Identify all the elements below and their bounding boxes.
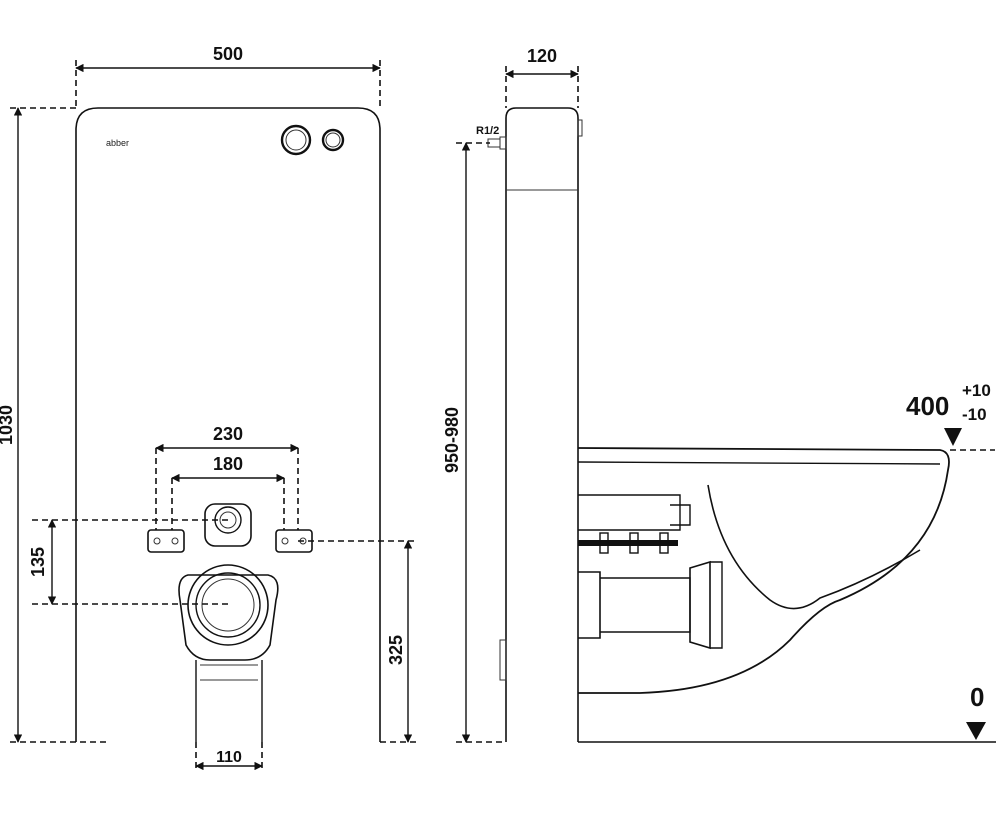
water-connector-icon xyxy=(487,136,507,150)
drain-110-label: 110 xyxy=(216,749,242,766)
depth-label: 120 xyxy=(527,46,557,66)
module-side-outline xyxy=(505,107,579,742)
floor-marker-icon xyxy=(966,722,986,740)
height-label: 1030 xyxy=(0,405,16,445)
panel-outline xyxy=(75,107,381,742)
front-view: abber 500 1030 xyxy=(0,44,416,771)
offset-135-label: 135 xyxy=(28,547,48,577)
water-connection-label: R1/2 xyxy=(476,125,499,137)
height-range-label: 950-980 xyxy=(442,407,462,473)
side-view: 120 R1/2 950-980 xyxy=(442,46,996,743)
brand-logo-text: abber xyxy=(106,138,129,148)
seat-tolerance-plus: +10 xyxy=(962,381,991,400)
right-bracket-icon xyxy=(275,529,313,553)
left-bracket-icon xyxy=(147,529,185,553)
seat-height-marker-icon xyxy=(944,428,962,446)
spacing-230-label: 230 xyxy=(213,424,243,444)
drain-height-325-label: 325 xyxy=(386,635,406,665)
water-inlet-icon xyxy=(204,503,252,547)
spacing-180-label: 180 xyxy=(213,454,243,474)
width-label: 500 xyxy=(213,44,243,64)
seat-height-label: 400 xyxy=(906,391,949,421)
drain-outlet-icon xyxy=(178,564,279,742)
seat-tolerance-minus: -10 xyxy=(962,405,987,424)
wall-hung-toilet-icon xyxy=(577,447,950,694)
floor-level-label: 0 xyxy=(970,682,984,712)
flush-buttons-icon xyxy=(280,124,345,156)
